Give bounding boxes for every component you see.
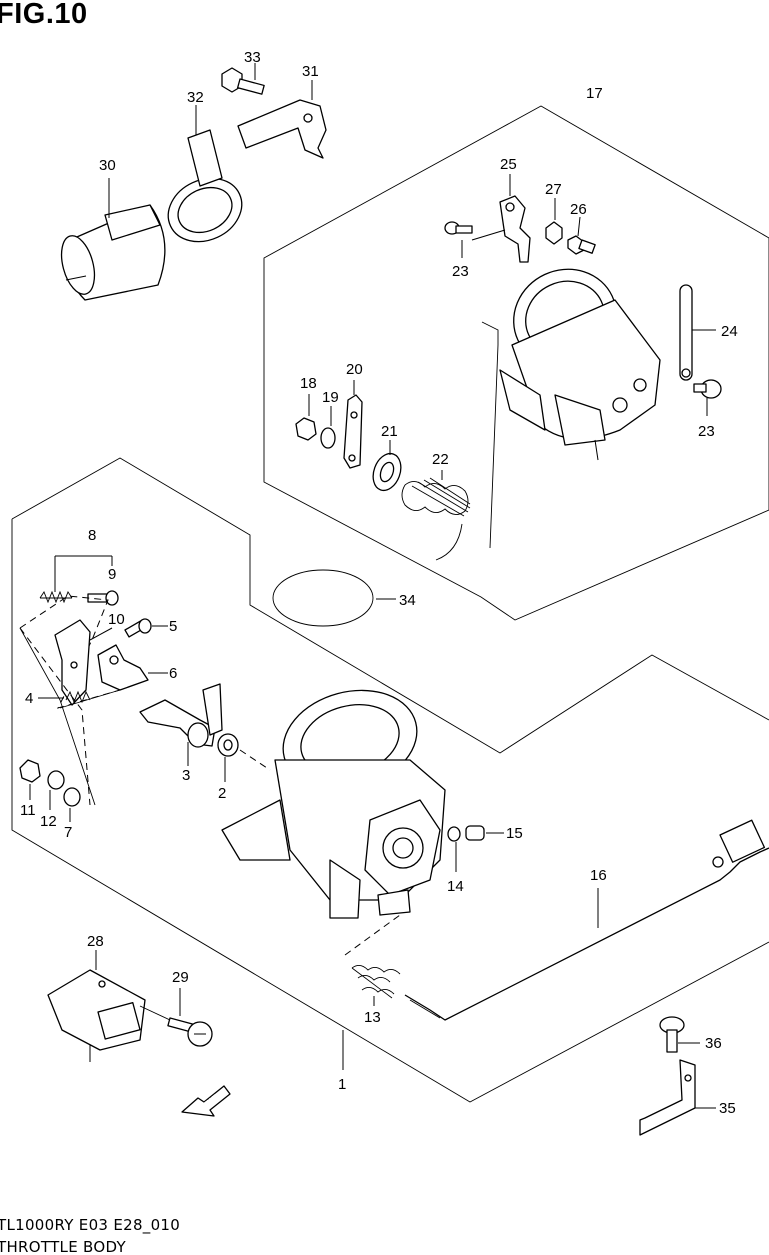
clamp-part-32 [167,129,243,243]
callout-31: 31 [302,63,319,80]
callout-3: 3 [182,767,190,784]
callout-2: 2 [218,785,226,802]
throttle-body-upper [499,268,661,461]
collar-part-21 [372,452,402,492]
washer-part-7 [63,787,81,807]
callout-13: 13 [364,1009,381,1026]
assembly-outline-1-lower [11,519,769,1103]
bracket-part-35 [639,1059,696,1136]
throttle-lever-part-10 [54,619,91,706]
nut-part-11 [19,759,41,783]
callout-16: 16 [590,867,607,884]
screw-part-23-right [693,379,722,399]
callout-36: 36 [705,1035,722,1052]
lever-part-6 [97,644,149,691]
callout-7: 7 [64,824,72,841]
callout-11: 11 [20,802,36,819]
stay-part-24 [679,284,693,381]
bracket-part-31 [237,99,327,159]
o-ring-part-34 [272,569,374,627]
figure-code: TL1000RY E03 E28_010 [0,1216,181,1234]
callout-24: 24 [721,323,738,340]
callout-22: 22 [432,451,449,468]
screw-part-9 [87,590,119,606]
washer-part-12 [47,770,65,790]
callout-30: 30 [99,157,116,174]
callout-21: 21 [381,423,398,440]
callout-14: 14 [447,878,464,895]
washer-part-2 [217,733,239,757]
callout-6: 6 [169,665,177,682]
callout-23-top: 23 [452,263,469,280]
callout-4: 4 [25,690,33,707]
screw-part-26 [567,235,596,255]
screw-part-23-top [444,221,473,235]
screw-part-5 [124,618,152,638]
bracket-part-25 [499,195,531,263]
washer-part-19 [320,427,336,449]
nut-part-27 [545,221,563,245]
callout-17: 17 [586,85,603,102]
callout-1: 1 [338,1076,346,1093]
spring-part-8 [39,590,73,604]
sensor-part-28 [47,969,146,1062]
callout-25: 25 [500,156,517,173]
spring-part-22 [401,477,471,561]
callout-23-right: 23 [698,423,715,440]
figure-name: THROTTLE BODY [0,1238,126,1255]
callout-35: 35 [719,1100,736,1117]
callout-26: 26 [570,201,587,218]
bolt-part-33 [221,67,265,95]
nut-part-18 [295,417,317,441]
callout-33: 33 [244,49,261,66]
callout-19: 19 [322,389,339,406]
throttle-body-lower [221,689,446,919]
callout-29: 29 [172,969,189,986]
cable-part-16 [404,819,769,1021]
callout-32: 32 [187,89,204,106]
assembly-outline-1 [11,457,769,754]
callout-12: 12 [40,813,57,830]
link-part-20 [343,394,363,469]
callout-10: 10 [108,611,125,628]
callout-27: 27 [545,181,562,198]
callout-5: 5 [169,618,177,635]
cap-part-15 [465,825,485,841]
spring-part-4 [65,690,91,704]
spring-part-13 [351,965,401,999]
screw-part-36 [659,1016,685,1053]
callout-28: 28 [87,933,104,950]
screw-part-29 [167,1017,213,1047]
assembly-outline-17 [263,105,769,621]
callout-34: 34 [399,592,416,609]
callout-18: 18 [300,375,317,392]
figure-title: FIG.10 [0,0,88,30]
callout-8: 8 [88,527,96,544]
callout-20: 20 [346,361,363,378]
callout-9: 9 [108,566,116,583]
link-part-3 [139,683,223,748]
sensor-part-30 [60,204,166,301]
fwd-arrow-icon: FWD [181,1085,231,1117]
callout-15: 15 [506,825,523,842]
clip-part-14 [447,826,461,842]
